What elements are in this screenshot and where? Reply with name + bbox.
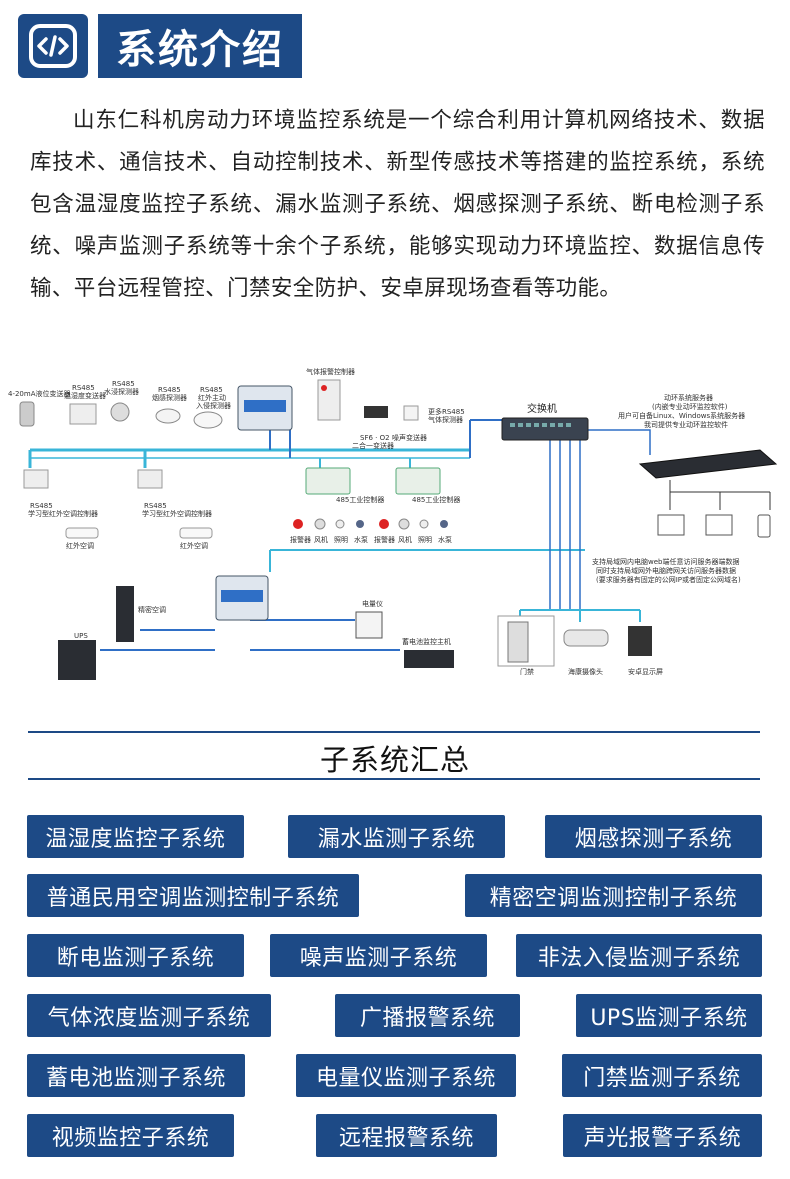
label-dev3: 照明: [334, 536, 348, 544]
label-switch: 交换机: [527, 402, 557, 415]
section-top-rule: [28, 731, 760, 733]
label-sf6b: 二合一变送器: [352, 441, 394, 450]
code-icon: [18, 14, 88, 78]
tag-item: 远程报警系统: [316, 1114, 497, 1157]
label-sensor4b: 烟感探测器: [152, 393, 187, 402]
tag-item: 声光报警子系统: [563, 1114, 762, 1157]
label-android: 安卓显示屏: [628, 667, 663, 676]
tag-item: 断电监测子系统: [27, 934, 244, 977]
tag-item: 精密空调监测控制子系统: [465, 874, 762, 917]
label-sensor5a: RS485: [200, 386, 223, 394]
system-diagram: 4-20mA液位变送器 RS485 温湿度变送器 RS485 水浸探测器 RS4…: [0, 360, 790, 700]
tag-item: 漏水监测子系统: [288, 815, 505, 858]
label-sensor3a: RS485: [112, 380, 135, 388]
tag-item: 视频监控子系统: [27, 1114, 234, 1157]
label-dev8: 水泵: [438, 535, 452, 544]
label-gas-ctrl: 气体报警控制器: [306, 367, 355, 376]
label-rs485gas1: 更多RS485: [428, 407, 465, 416]
label-ac2c: 红外空调: [180, 541, 208, 550]
label-dev5: 报警器: [374, 535, 395, 544]
label-server3: 用户可自备Linux、Windows系统服务器: [618, 411, 745, 420]
section-title: 子系统汇总: [319, 743, 470, 777]
label-web1: 支持局域网内电脑web端任意访问服务器端数据: [592, 557, 739, 566]
label-noise: 噪声变送器: [392, 433, 427, 442]
label-web3: (要求服务器有固定的公网IP或者固定公网域名): [596, 575, 741, 584]
label-rs485gas2: 气体探测器: [428, 415, 463, 424]
label-ac1b: 学习型红外空调控制器: [28, 509, 98, 518]
label-ctrl1: 485工业控制器: [336, 495, 384, 504]
label-battery: 蓄电池监控主机: [402, 637, 451, 646]
label-dev7: 照明: [418, 536, 432, 544]
label-ac1a: RS485: [30, 502, 53, 510]
label-sensor1: 4-20mA液位变送器: [8, 389, 71, 398]
label-ups: UPS: [74, 632, 88, 640]
label-dev1: 报警器: [290, 535, 311, 544]
label-meter: 电量仪: [362, 599, 383, 608]
tag-item: 非法入侵监测子系统: [516, 934, 762, 977]
intro-paragraph: 山东仁科机房动力环境监控系统是一个综合利用计算机网络技术、数据库技术、通信技术、…: [30, 108, 765, 301]
label-ac2a: RS485: [144, 502, 167, 510]
tag-item: 门禁监测子系统: [562, 1054, 762, 1097]
label-access: 门禁: [520, 667, 534, 676]
tag-item: 普通民用空调监测控制子系统: [27, 874, 359, 917]
label-dev4: 水泵: [354, 535, 368, 544]
label-sensor4a: RS485: [158, 386, 181, 394]
label-sensor5b: 红外主动: [198, 393, 226, 402]
label-sf6: SF6 · O2: [360, 434, 390, 442]
label-sensor2b: 温湿度变送器: [64, 391, 106, 400]
label-sensor2a: RS485: [72, 384, 95, 392]
label-ctrl2: 485工业控制器: [412, 495, 460, 504]
label-sensor5c: 入侵探测器: [196, 401, 231, 410]
tag-item: 电量仪监测子系统: [296, 1054, 516, 1097]
label-ac1c: 红外空调: [66, 541, 94, 550]
tag-item: 气体浓度监测子系统: [27, 994, 271, 1037]
tag-item: 烟感探测子系统: [545, 815, 762, 858]
label-precision-ac: 精密空调: [138, 605, 166, 614]
page-title: 系统介绍: [98, 14, 302, 78]
label-server2: (内嵌专业动环监控软件): [652, 402, 728, 411]
tag-item: 温湿度监控子系统: [27, 815, 244, 858]
tag-item: 蓄电池监测子系统: [27, 1054, 245, 1097]
label-ac2b: 学习型红外空调控制器: [142, 509, 212, 518]
tag-item: 广播报警系统: [335, 994, 520, 1037]
tag-item: UPS监测子系统: [576, 994, 762, 1037]
label-camera: 海康摄像头: [568, 667, 603, 676]
section-bottom-rule: [28, 778, 760, 780]
label-server4: 我司提供专业动环监控软件: [644, 420, 728, 429]
label-dev6: 风机: [398, 535, 412, 544]
tag-item: 噪声监测子系统: [270, 934, 487, 977]
section-header: 系统介绍: [18, 14, 302, 78]
label-server1: 动环系统服务器: [664, 393, 713, 402]
label-dev2: 风机: [314, 535, 328, 544]
label-sensor3b: 水浸探测器: [104, 387, 139, 396]
label-web2: 同时支持局域网外电脑跨网关访问服务器数据: [596, 566, 736, 575]
